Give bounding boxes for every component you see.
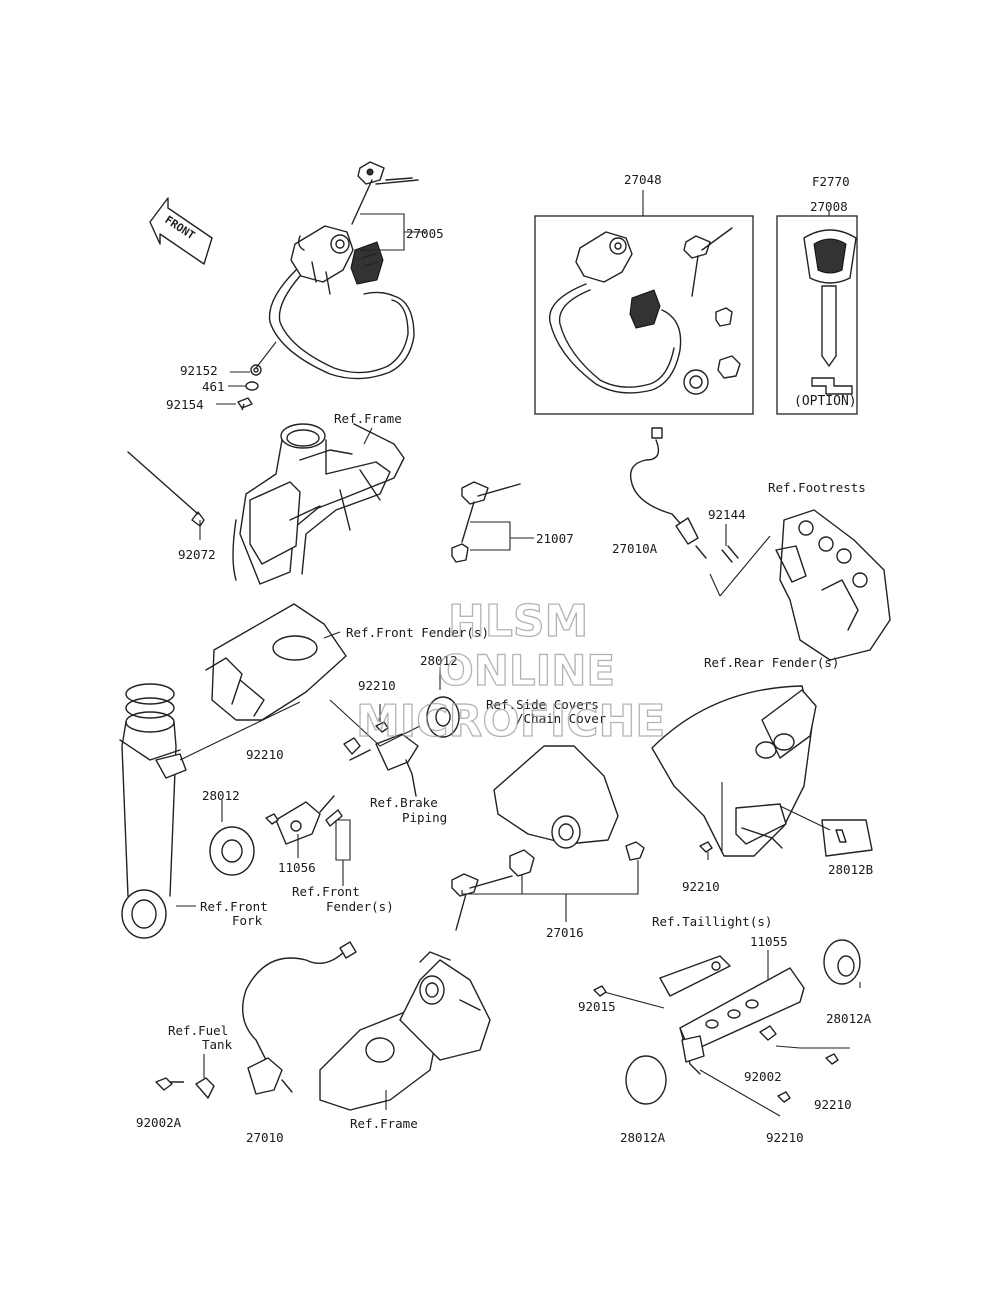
- label-92210-tail-right: 92210: [814, 1097, 852, 1112]
- switch-27010A: [629, 427, 739, 563]
- label-92144: 92144: [708, 507, 746, 522]
- label-ref-front-fenders-2a: Ref.Front: [292, 884, 360, 899]
- label-28012A-right: 28012A: [826, 1011, 872, 1026]
- reflector-28012B: [821, 819, 873, 857]
- label-92210-upper: 92210: [358, 678, 396, 693]
- label-ref-frame-upper: Ref.Frame: [334, 411, 402, 426]
- watermark: HLSM ONLINE MICROFICHE: [355, 595, 666, 747]
- label-11055: 11055: [750, 934, 788, 949]
- label-ref-side-covers-2: /Chain Cover: [516, 711, 607, 726]
- label-27010: 27010: [246, 1130, 284, 1145]
- taillight-bracket-11055: [659, 955, 805, 1075]
- label-ref-footrests: Ref.Footrests: [768, 480, 866, 495]
- label-ref-taillights: Ref.Taillight(s): [652, 914, 772, 929]
- frame-lower-assembly: [319, 951, 491, 1111]
- label-92002A: 92002A: [136, 1115, 182, 1130]
- part-labels: 27005 27048 F2770 27008 (OPTION) 92152 4…: [136, 172, 873, 1145]
- footrest-bracket: [775, 509, 891, 661]
- label-92154: 92154: [166, 397, 204, 412]
- option-key-icon: [803, 229, 857, 395]
- label-ref-rear-fenders: Ref.Rear Fender(s): [704, 655, 839, 670]
- label-ref-side-covers-1: Ref.Side Covers: [486, 697, 599, 712]
- label-ref-front-fenders: Ref.Front Fender(s): [346, 625, 489, 640]
- label-92210-mid: 92210: [246, 747, 284, 762]
- grommet-28012-lower: [209, 826, 255, 876]
- rear-fender: [651, 685, 817, 857]
- label-F2770: F2770: [812, 174, 850, 189]
- label-ref-fuel-tank-2: Tank: [202, 1037, 233, 1052]
- label-11056: 11056: [278, 860, 316, 875]
- reflector-28012A-right: [823, 939, 861, 985]
- label-27010A: 27010A: [612, 541, 658, 556]
- label-92015: 92015: [578, 999, 616, 1014]
- label-27048: 27048: [624, 172, 662, 187]
- label-option: (OPTION): [794, 394, 857, 409]
- bracket-11056: [275, 737, 371, 845]
- key-set-21007: [451, 481, 521, 563]
- label-92210-rear: 92210: [682, 879, 720, 894]
- label-27016: 27016: [546, 925, 584, 940]
- reflector-28012A-left: [625, 1055, 667, 1105]
- kit-27048-box: [534, 215, 754, 415]
- label-21007: 21007: [536, 531, 574, 546]
- label-ref-fuel-tank-1: Ref.Fuel: [168, 1023, 228, 1038]
- key-icon: [351, 161, 419, 225]
- label-27008: 27008: [810, 199, 848, 214]
- label-92152: 92152: [180, 363, 218, 378]
- label-92072: 92072: [178, 547, 216, 562]
- label-28012A-left: 28012A: [620, 1130, 666, 1145]
- front-arrow-icon: FRONT: [149, 197, 213, 265]
- front-fork: [119, 683, 187, 939]
- label-ref-frame-lower: Ref.Frame: [350, 1116, 418, 1131]
- option-key-box: [776, 215, 858, 415]
- watermark-line3: MICROFICHE: [356, 696, 665, 747]
- label-ref-brake-2: Piping: [402, 810, 447, 825]
- label-ref-brake-1: Ref.Brake: [370, 795, 438, 810]
- label-461: 461: [202, 379, 225, 394]
- watermark-line1: HLSM: [448, 596, 588, 647]
- ignition-switch-assembly: [237, 161, 419, 411]
- front-fender-cover: [205, 603, 347, 721]
- label-ref-front-fork-2: Fork: [232, 913, 263, 928]
- bracket-fuel-tank: [155, 1077, 215, 1099]
- label-27005: 27005: [406, 226, 444, 241]
- grommet-28012-upper: [426, 696, 460, 738]
- label-92210-tail-bottom: 92210: [766, 1130, 804, 1145]
- frame-upper-assembly: [127, 423, 405, 585]
- sensor-27010: [242, 941, 357, 1095]
- watermark-line2: ONLINE: [438, 646, 615, 695]
- label-28012B: 28012B: [828, 862, 873, 877]
- label-ref-front-fork-1: Ref.Front: [200, 899, 268, 914]
- label-ref-front-fenders-2b: Fender(s): [326, 899, 394, 914]
- label-92002: 92002: [744, 1069, 782, 1084]
- side-cover-27016: [451, 745, 645, 931]
- label-28012-upper: 28012: [420, 653, 458, 668]
- kit-27048-parts: [548, 227, 741, 395]
- label-28012-lower: 28012: [202, 788, 240, 803]
